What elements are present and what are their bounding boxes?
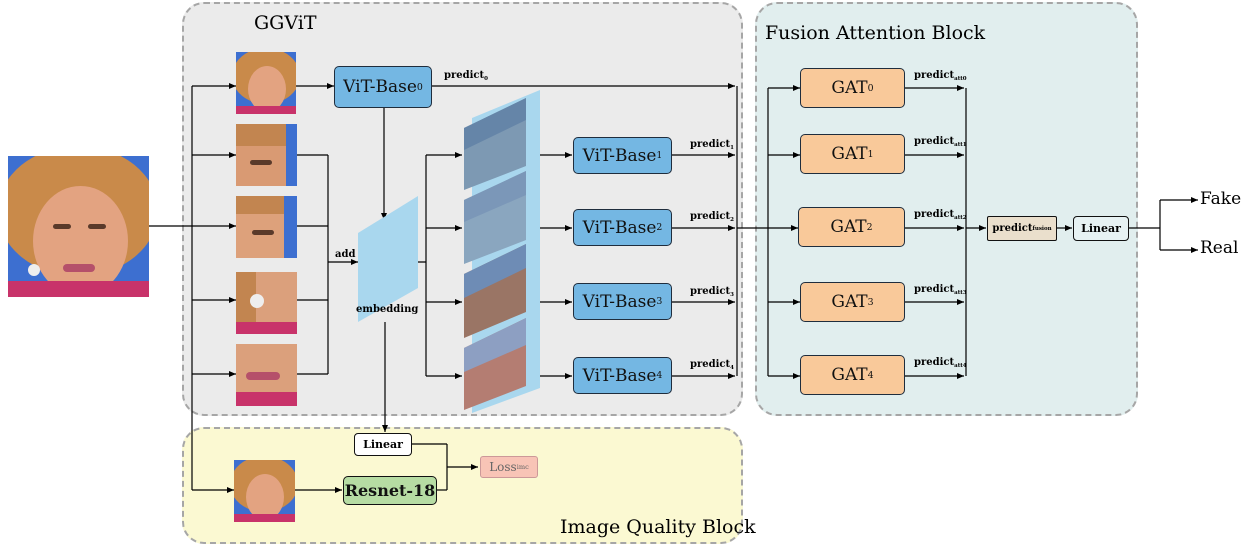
ggvit-title: GGViT	[254, 12, 317, 34]
gat-4-label: GAT	[831, 365, 868, 385]
resnet-18-box: Resnet-18	[343, 476, 437, 505]
vit-base-1-label: ViT-Base	[582, 145, 657, 166]
add-label: add	[335, 249, 356, 260]
embedding-label: embedding	[356, 304, 419, 315]
gat-3-label: GAT	[831, 292, 868, 312]
vit-base-0-label: ViT-Base	[343, 77, 417, 97]
linear-fusion-box: Linear	[1073, 216, 1129, 241]
vit-base-2-label: ViT-Base	[582, 217, 657, 238]
real-label: Real	[1200, 238, 1239, 258]
gat-predict-3: predictatt3	[914, 284, 967, 296]
gat-predict-4: predictatt4	[914, 357, 967, 369]
vit-base-3-label: ViT-Base	[582, 291, 657, 312]
gat-predict-1: predictatt1	[914, 136, 967, 148]
linear-quality-box: Linear	[354, 433, 412, 456]
fusion-attention-title: Fusion Attention Block	[765, 22, 986, 44]
face-crop-full	[236, 52, 296, 114]
vit-predict-4: predict4	[690, 359, 734, 371]
input-face-image	[8, 156, 149, 297]
gat-0-label: GAT	[831, 78, 868, 98]
gat-1-label: GAT	[831, 144, 868, 164]
vit-predict-0: predict0	[444, 70, 488, 82]
face-crop-quality	[234, 460, 295, 522]
image-quality-title: Image Quality Block	[560, 516, 756, 538]
face-crop-eye-left	[236, 124, 297, 186]
vit-predict-3: predict3	[690, 286, 734, 298]
gat-2-label: GAT	[830, 217, 867, 237]
gat-predict-2: predictatt2	[914, 209, 967, 221]
vit-base-4-label: ViT-Base	[582, 365, 657, 386]
gat-predict-0: predictatt0	[914, 70, 967, 82]
face-crop-eye-right	[236, 196, 297, 258]
embedding-shape	[358, 196, 418, 322]
face-crop-cheek	[236, 272, 297, 334]
face-crop-mouth	[236, 344, 297, 406]
fake-label: Fake	[1200, 189, 1242, 209]
vit-predict-1: predict1	[690, 139, 734, 151]
vit-predict-2: predict2	[690, 211, 734, 223]
